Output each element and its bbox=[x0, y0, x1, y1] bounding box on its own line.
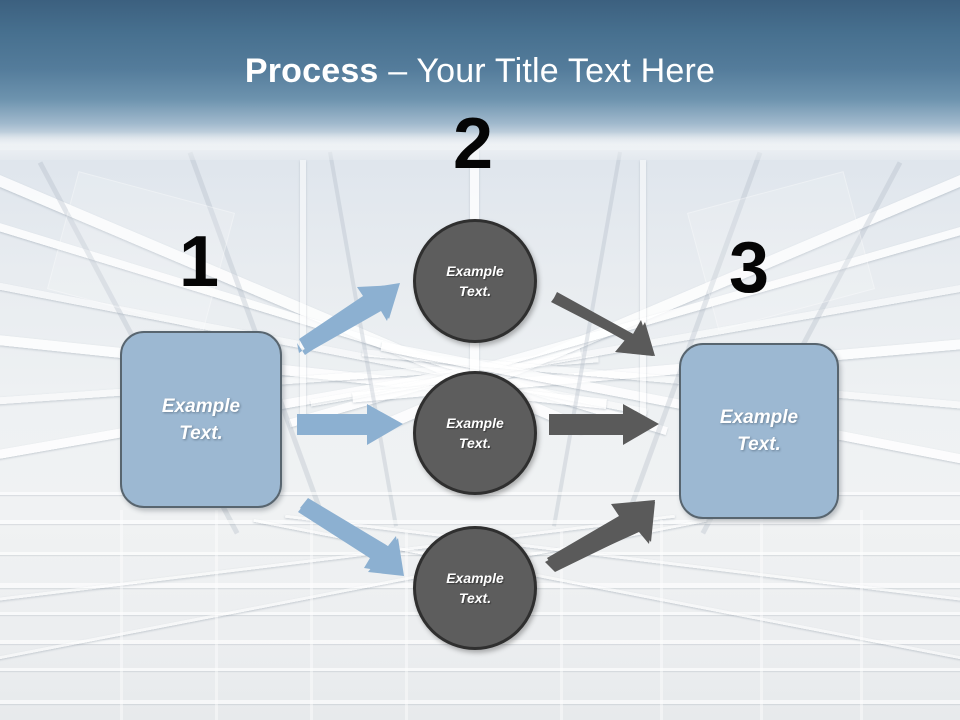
stage-circle-top[interactable]: Example Text. bbox=[413, 219, 537, 343]
vertical-post bbox=[405, 530, 408, 720]
stage-box-1[interactable]: Example Text. bbox=[120, 331, 282, 508]
stage-circle-top-label: Example Text. bbox=[446, 263, 504, 299]
vertical-post bbox=[120, 510, 123, 720]
page-title-rest: – Your Title Text Here bbox=[378, 52, 716, 90]
header-band-fade bbox=[0, 132, 960, 160]
step-number-3: 3 bbox=[728, 228, 770, 308]
truss-column bbox=[300, 160, 306, 420]
arrow-middle-circle-to-right[interactable] bbox=[549, 404, 661, 446]
page-title: Process – Your Title Text Here bbox=[0, 50, 960, 92]
stage-box-1-label: Example Text. bbox=[161, 395, 241, 444]
vertical-post bbox=[560, 530, 563, 720]
vertical-post bbox=[660, 520, 663, 720]
vertical-post bbox=[215, 510, 218, 720]
stage-box-3[interactable]: Example Text. bbox=[679, 343, 839, 519]
truss-column bbox=[640, 160, 646, 420]
stage-circle-bottom-label: Example Text. bbox=[446, 570, 504, 606]
vertical-post bbox=[860, 510, 863, 720]
interior-rail bbox=[0, 668, 960, 671]
step-number-2: 2 bbox=[452, 104, 494, 184]
interior-rail bbox=[0, 700, 960, 704]
stage-circle-bottom[interactable]: Example Text. bbox=[413, 526, 537, 650]
stage-box-3-label: Example Text. bbox=[719, 407, 799, 455]
arrow-top-circle-to-right[interactable] bbox=[551, 290, 669, 358]
vertical-post bbox=[310, 520, 313, 720]
arrow-left-to-top-circle[interactable] bbox=[297, 283, 407, 355]
arrow-left-to-bottom-circle[interactable] bbox=[298, 498, 408, 578]
page-title-bold: Process bbox=[244, 52, 379, 90]
interior-rail bbox=[0, 520, 960, 524]
stage-circle-middle-label: Example Text. bbox=[446, 415, 504, 451]
arrow-left-to-middle-circle[interactable] bbox=[297, 404, 405, 446]
stage-circle-middle[interactable]: Example Text. bbox=[413, 371, 537, 495]
step-number-1: 1 bbox=[178, 222, 220, 302]
header-band bbox=[0, 0, 960, 150]
arrow-bottom-circle-to-right[interactable] bbox=[545, 500, 663, 572]
vertical-post bbox=[760, 510, 763, 720]
